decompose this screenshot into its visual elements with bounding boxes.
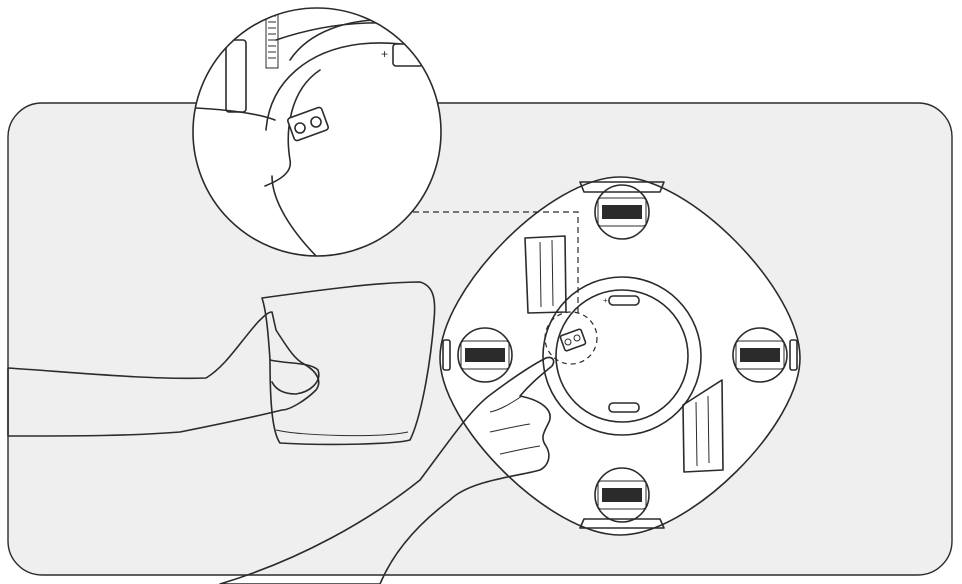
pointing-hand xyxy=(219,356,555,584)
callout-leader-line xyxy=(413,211,579,314)
highlight-circle xyxy=(544,311,598,365)
bottom-slot xyxy=(608,402,640,413)
wheel-bottom xyxy=(579,467,665,529)
zoom-callout: + xyxy=(192,7,442,257)
robot-body xyxy=(439,176,801,536)
center-plate-outer xyxy=(542,276,702,436)
top-slot xyxy=(608,295,640,306)
callout-plus-label: + xyxy=(381,47,388,61)
center-plate-inner xyxy=(555,289,689,423)
wheel-top xyxy=(579,181,665,240)
wheel-plus-label: + xyxy=(603,296,608,305)
wheel-left xyxy=(442,327,513,383)
hand-holding-cover xyxy=(7,281,436,446)
right-slot-pocket xyxy=(682,379,724,473)
charging-contacts xyxy=(559,328,587,352)
wheel-right xyxy=(732,327,798,383)
charging-contacts-zoomed xyxy=(287,106,329,142)
left-slot-pocket xyxy=(524,235,567,314)
